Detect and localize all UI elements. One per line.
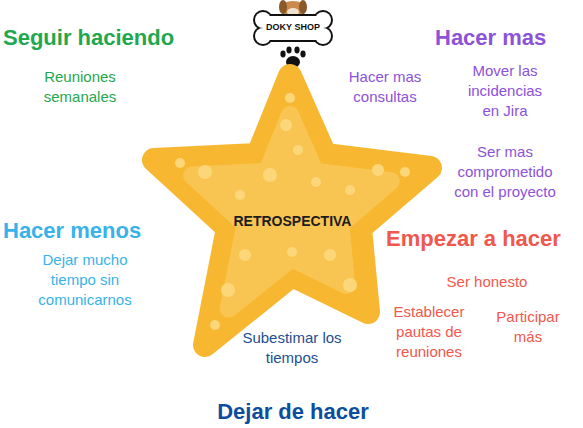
category-heading: Empezar a hacer (386, 225, 561, 253)
retro-item: Ser honesto (437, 272, 537, 292)
category-heading: Seguir haciendo (3, 24, 174, 52)
retro-item: Hacer mas consultas (335, 67, 435, 107)
retro-item: Subestimar los tiempos (242, 328, 342, 368)
retro-item: Reuniones semanales (35, 67, 125, 107)
bone-outline (252, 0, 334, 72)
starfish-body (154, 76, 430, 345)
logo-text: DOKY SHOP (252, 22, 334, 32)
starfish-inner (192, 115, 391, 309)
retro-item: Mover las incidencias en Jira (463, 61, 548, 121)
retro-item: Establecer pautas de reuniones (384, 302, 474, 362)
category-heading: Dejar de hacer (217, 398, 369, 426)
category-heading: Hacer mas (435, 24, 546, 52)
category-heading: Hacer menos (3, 217, 141, 245)
starfish-dots (175, 93, 410, 330)
retro-item: Dejar mucho tiempo sin comunicarnos (31, 250, 139, 310)
retro-item: Participar más (488, 307, 568, 347)
retro-item: Ser mas comprometido con el proyecto (445, 142, 565, 202)
logo-bone: DOKY SHOP (252, 0, 334, 72)
